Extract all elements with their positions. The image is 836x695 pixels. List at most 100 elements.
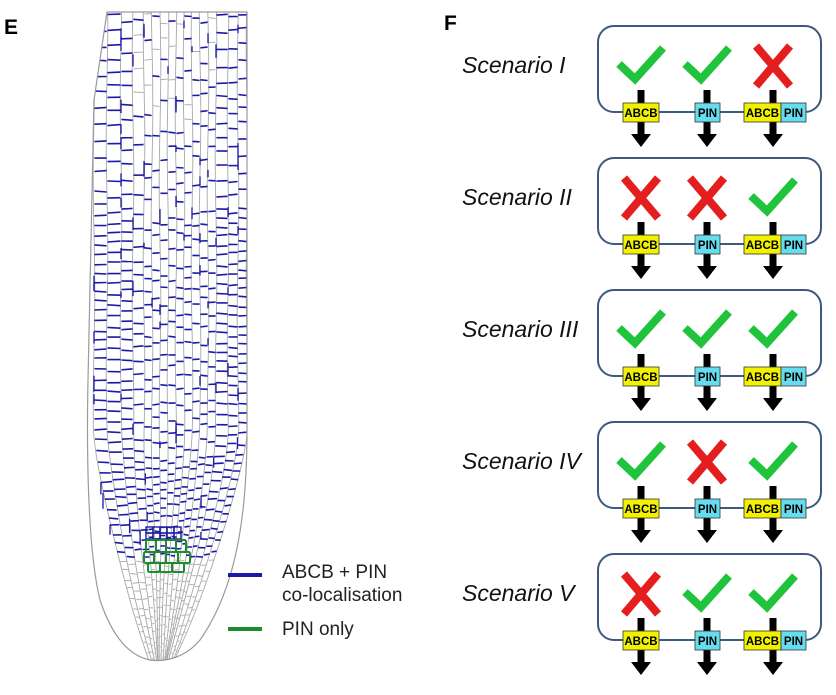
cell-wall: [236, 444, 246, 447]
cell-wall: [94, 348, 107, 351]
cell-wall: [144, 265, 152, 268]
cell-wall: [171, 599, 175, 602]
cell-wall: [192, 238, 200, 241]
transporter-tag-abcb: ABCB: [743, 366, 782, 387]
check-mark-icon: [616, 441, 666, 481]
cell-wall: [215, 510, 223, 513]
cell-wall: [200, 422, 208, 426]
cell-wall: [175, 635, 179, 637]
cell-wall: [121, 300, 133, 303]
cell-wall: [183, 572, 187, 574]
cell-wall: [144, 290, 152, 293]
cell-wall: [177, 617, 181, 620]
transporter-tag-pin: PIN: [694, 630, 721, 651]
transporter-tag-pin: PIN: [780, 102, 807, 123]
cell-wall: [184, 525, 190, 528]
cell-wall: [208, 112, 216, 115]
cell-wall: [208, 17, 216, 20]
cell-wall: [94, 214, 107, 217]
cell-wall: [178, 625, 182, 627]
cell-wall: [94, 106, 107, 110]
cell-wall: [176, 182, 184, 185]
cell-wall: [176, 248, 184, 251]
cell-wall: [94, 338, 107, 341]
cell-wall: [200, 109, 208, 113]
cell-wall: [94, 140, 107, 143]
cell-wall: [174, 487, 181, 490]
cell-wall: [160, 353, 168, 356]
cell-wall: [94, 234, 107, 237]
cell-wall: [121, 207, 133, 210]
cell-wall: [94, 308, 107, 311]
cell-wall: [187, 620, 191, 622]
cell-wall: [215, 445, 227, 448]
cell-wall: [216, 253, 228, 256]
cell-wall: [238, 207, 247, 210]
cell-wall: [200, 325, 208, 328]
cell-wall: [200, 185, 208, 188]
cell-wall: [207, 497, 218, 500]
cell-wall: [160, 383, 168, 387]
cell-wall: [216, 273, 228, 276]
transporter-label: ABCB: [746, 240, 779, 252]
cell-wall: [179, 633, 183, 636]
cell-wall: [238, 325, 247, 328]
transporter-tag-abcb: ABCB: [622, 366, 660, 387]
cell-wall: [238, 295, 247, 298]
cell-wall: [94, 438, 108, 441]
check-mark-icon: [616, 309, 666, 349]
cell-wall: [121, 437, 133, 440]
cell-wall: [121, 103, 133, 107]
cell-wall: [108, 517, 119, 520]
cell-wall: [134, 548, 142, 551]
cell-wall: [164, 637, 167, 640]
cell-wall: [180, 589, 184, 591]
cell-wall: [174, 596, 179, 599]
cell-wall: [175, 467, 182, 470]
cell-wall: [208, 537, 215, 540]
transporter-tag-abcb: ABCB: [743, 498, 782, 519]
cell-wall: [216, 322, 228, 325]
cell-wall: [144, 113, 152, 117]
scenario-label: Scenario III: [462, 316, 579, 342]
cell-wall: [184, 409, 192, 412]
cell-wall: [160, 653, 162, 656]
cell-wall: [211, 550, 217, 553]
cell-wall: [228, 283, 238, 287]
cell-wall: [160, 635, 163, 637]
cell-wall: [238, 93, 247, 97]
check-mark-icon: [682, 573, 732, 613]
cell-wall: [187, 497, 194, 500]
cell-file-line: [105, 12, 152, 661]
cell-wall: [200, 438, 208, 441]
cell-wall: [238, 269, 247, 272]
cell-wall: [160, 459, 168, 463]
transporter-label: ABCB: [746, 372, 779, 384]
cell-wall: [184, 313, 192, 316]
cell-wall: [148, 520, 154, 523]
cell-wall: [101, 480, 113, 484]
cell-file-line: [119, 12, 155, 661]
cell-wall: [133, 372, 144, 376]
cell-wall: [121, 389, 133, 392]
cell-wall: [107, 304, 121, 307]
cell-wall: [142, 598, 148, 600]
cell-wall: [138, 571, 145, 574]
cell-wall: [177, 640, 180, 643]
cell-wall: [176, 166, 184, 169]
cell-wall: [208, 210, 216, 213]
cell-wall: [181, 580, 186, 583]
cell-wall: [133, 322, 144, 325]
cell-wall: [216, 195, 228, 198]
cell-wall: [208, 490, 219, 493]
cell-wall: [183, 590, 188, 593]
cell-wall: [140, 614, 145, 617]
cell-wall: [185, 580, 190, 583]
cell-wall: [94, 244, 107, 247]
cell-wall: [216, 122, 228, 125]
cell-wall: [156, 646, 159, 648]
transporter-tag-abcb: ABCB: [743, 630, 782, 651]
cell-file-line: [170, 12, 230, 661]
cell-wall: [176, 286, 184, 290]
